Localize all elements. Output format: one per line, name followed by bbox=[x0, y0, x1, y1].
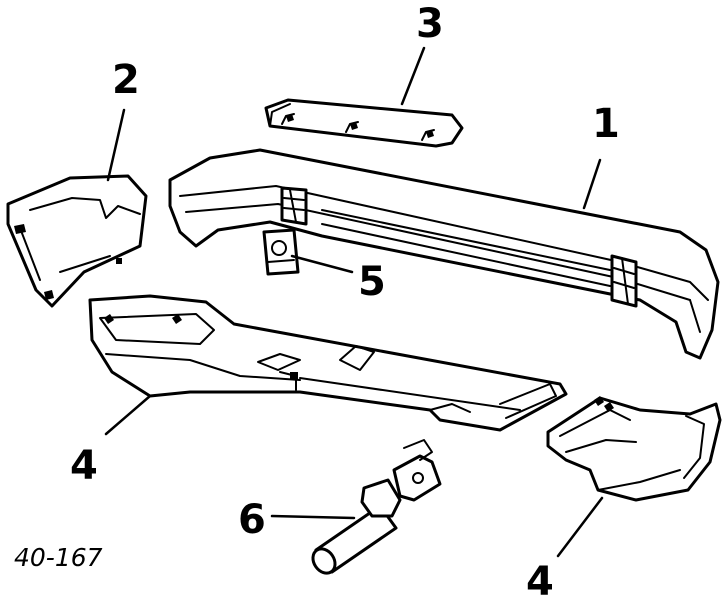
leader-1 bbox=[582, 158, 602, 210]
leader-5 bbox=[290, 254, 354, 274]
leader-3 bbox=[400, 46, 426, 106]
bumper-cover-part bbox=[168, 148, 720, 360]
callout-4-right: 4 bbox=[526, 559, 554, 605]
lower-valance-left-part bbox=[88, 294, 568, 432]
callout-2: 2 bbox=[112, 57, 140, 103]
end-trim-part bbox=[6, 174, 148, 308]
callout-1: 1 bbox=[592, 101, 620, 147]
leader-2 bbox=[106, 108, 126, 182]
lower-valance-right-part bbox=[546, 396, 722, 502]
bracket-part bbox=[262, 228, 300, 276]
upper-strip-part bbox=[264, 98, 464, 148]
leader-4-left bbox=[104, 394, 152, 436]
leader-lines bbox=[104, 46, 604, 558]
callout-3: 3 bbox=[416, 1, 444, 47]
figure-reference-code: 40-167 bbox=[14, 543, 103, 572]
callout-6: 6 bbox=[238, 497, 266, 543]
leader-6 bbox=[270, 514, 356, 520]
tow-eye-part bbox=[311, 439, 442, 575]
callout-4-left: 4 bbox=[70, 443, 98, 489]
callout-5: 5 bbox=[358, 259, 386, 305]
leader-4-right bbox=[556, 496, 604, 558]
